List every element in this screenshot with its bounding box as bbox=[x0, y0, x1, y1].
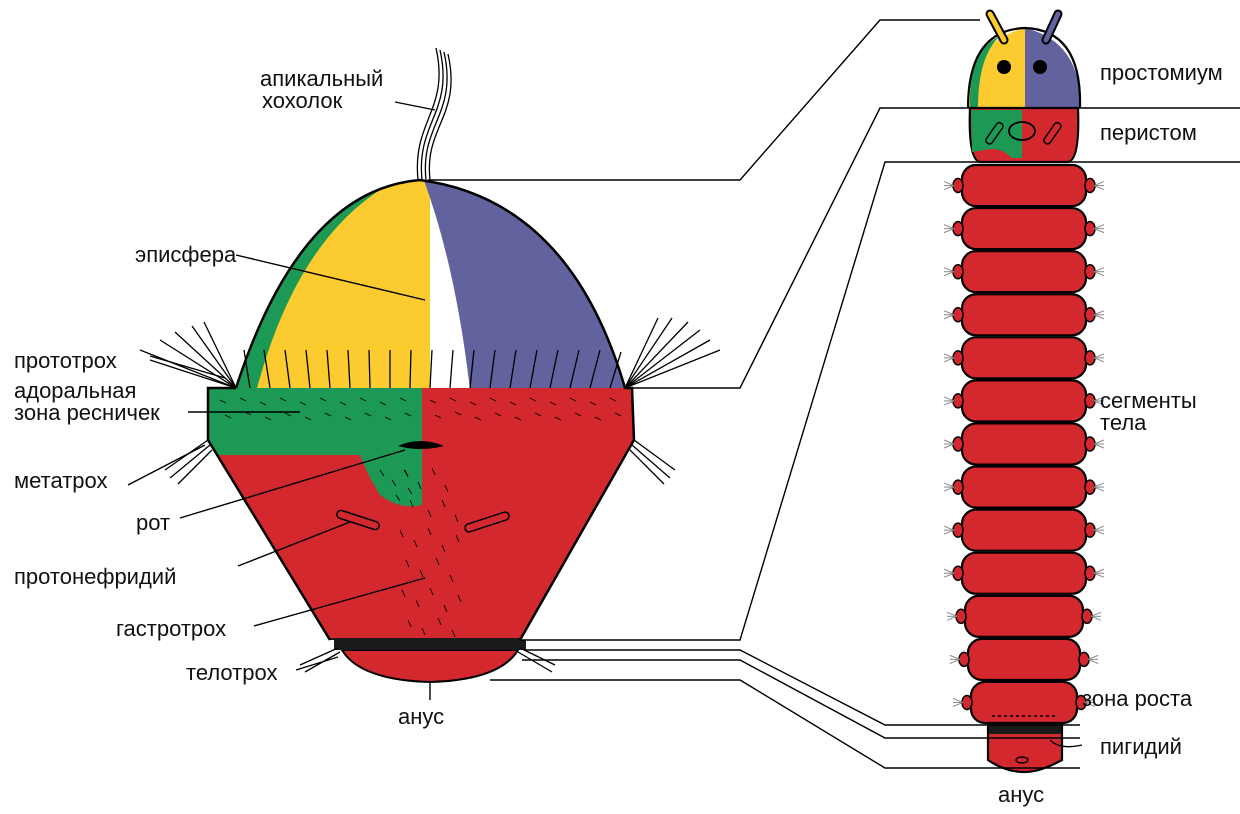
label-gastrotroch: гастротрох bbox=[116, 616, 226, 641]
label-mouth: рот bbox=[136, 510, 170, 535]
hyposphere bbox=[200, 388, 640, 649]
parapodium bbox=[953, 437, 963, 451]
label-growth-zone: зона роста bbox=[1082, 686, 1193, 711]
episphere-yellow-quadrant bbox=[200, 170, 430, 390]
label-body-segments-2: тела bbox=[1100, 410, 1147, 435]
left-eye bbox=[997, 60, 1011, 74]
parapodium bbox=[1085, 394, 1095, 408]
parapodium bbox=[1082, 609, 1092, 623]
label-pygidium: пигидий bbox=[1100, 734, 1182, 759]
peristomium-segment bbox=[970, 108, 1079, 162]
trochophore-larva bbox=[140, 48, 720, 682]
parapodium bbox=[953, 222, 963, 236]
label-peristomium: перистом bbox=[1100, 120, 1197, 145]
label-metatroch: метатрох bbox=[14, 468, 108, 493]
parapodium bbox=[1079, 652, 1089, 666]
right-eye bbox=[1033, 60, 1047, 74]
parapodium bbox=[953, 523, 963, 537]
parapodium bbox=[1085, 523, 1095, 537]
label-apical-tuft-2: хохолок bbox=[262, 88, 343, 113]
parapodium bbox=[962, 695, 972, 709]
label-episphere: эписфера bbox=[135, 242, 237, 267]
label-telotroch: телотрох bbox=[186, 660, 277, 685]
body-segment bbox=[962, 251, 1086, 292]
body-segment bbox=[968, 639, 1080, 680]
body-segment bbox=[962, 510, 1086, 551]
label-worm-anus: анус bbox=[998, 782, 1044, 807]
body-segment bbox=[962, 294, 1086, 335]
body-segment bbox=[971, 682, 1077, 723]
label-adoral-zone-2: зона ресничек bbox=[14, 400, 160, 425]
label-prototroch: прототрох bbox=[14, 348, 117, 373]
parapodium bbox=[953, 351, 963, 365]
body-segment bbox=[962, 337, 1086, 378]
parapodium bbox=[953, 265, 963, 279]
parapodium bbox=[953, 308, 963, 322]
telotroch-band-outer bbox=[334, 640, 526, 650]
body-segment bbox=[962, 380, 1086, 421]
apical-tuft bbox=[417, 48, 451, 180]
parapodium bbox=[1085, 265, 1095, 279]
parapodium bbox=[956, 609, 966, 623]
body-segment bbox=[962, 423, 1086, 464]
parapodium bbox=[1085, 480, 1095, 494]
larva-pygidium bbox=[342, 650, 518, 682]
body-segment bbox=[965, 596, 1083, 637]
parapodium bbox=[953, 480, 963, 494]
body-segments bbox=[944, 165, 1104, 723]
label-prostomium: простомиум bbox=[1100, 60, 1223, 85]
parapodium bbox=[953, 394, 963, 408]
parapodium bbox=[1085, 222, 1095, 236]
parapodium bbox=[1085, 351, 1095, 365]
prostomium bbox=[968, 14, 1080, 108]
body-segment bbox=[962, 467, 1086, 508]
parapodium bbox=[1085, 566, 1095, 580]
parapodium bbox=[1085, 179, 1095, 193]
body-segment bbox=[962, 165, 1086, 206]
parapodium bbox=[1085, 437, 1095, 451]
label-larva-anus: анус bbox=[398, 704, 444, 729]
parapodium bbox=[953, 179, 963, 193]
parapodium bbox=[953, 566, 963, 580]
parapodium bbox=[1085, 308, 1095, 322]
body-segment bbox=[962, 553, 1086, 594]
body-segment bbox=[962, 208, 1086, 249]
adult-worm bbox=[944, 14, 1104, 772]
parapodium bbox=[959, 652, 969, 666]
label-protonephridium: протонефридий bbox=[14, 564, 176, 589]
